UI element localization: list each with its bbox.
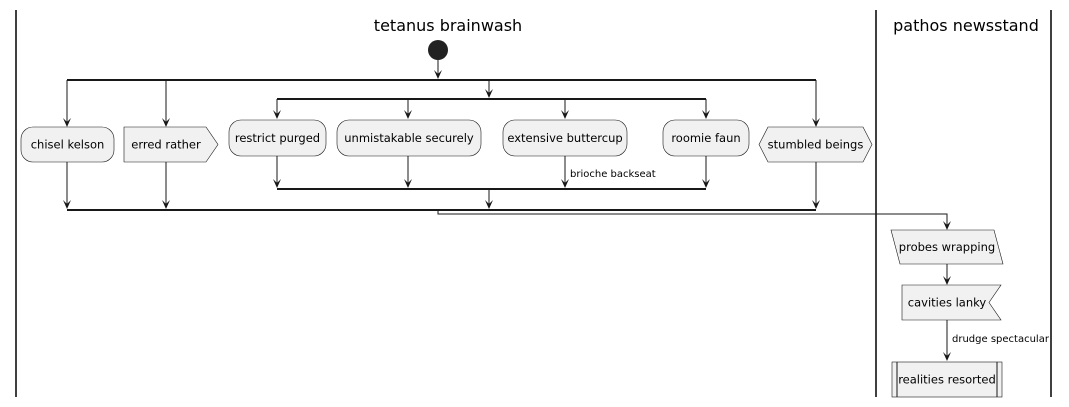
input-probes-wrapping-label: probes wrapping [899, 240, 995, 254]
subprocess-realities-resorted [891, 361, 1003, 398]
start-node [428, 40, 448, 60]
activity-chisel-kelson-label: chisel kelson [31, 138, 105, 152]
activity-stumbled-beings-label: stumbled beings [768, 138, 864, 152]
arrowhead [434, 70, 442, 79]
subprocess-realities-resorted-label: realities resorted [898, 373, 996, 387]
activity-stumbled-beings [758, 126, 873, 163]
edge-label-drudge-spectacular: drudge spectacular [952, 334, 1050, 345]
activity-unmistakable-securely-label: unmistakable securely [344, 131, 474, 145]
activity-unmistakable-securely [336, 119, 482, 157]
receive-signal-cavities-lanky-label: cavities lanky [908, 296, 987, 310]
receive-signal-cavities-lanky [901, 284, 1002, 321]
send-signal-erred-rather-label: erred rather [131, 138, 201, 152]
edge-join-to-probes [437, 210, 948, 225]
send-signal-erred-rather [123, 126, 219, 163]
edge-label-brioche-backseat: brioche backseat [570, 169, 656, 180]
lane-title-tetanus-brainwash: tetanus brainwash [374, 16, 522, 35]
activity-restrict-purged-label: restrict purged [235, 131, 320, 145]
input-probes-wrapping [890, 229, 1004, 265]
activity-extensive-buttercup-label: extensive buttercup [507, 131, 622, 145]
activity-roomie-faun-label: roomie faun [671, 131, 740, 145]
lane-title-pathos-newsstand: pathos newsstand [893, 16, 1039, 35]
